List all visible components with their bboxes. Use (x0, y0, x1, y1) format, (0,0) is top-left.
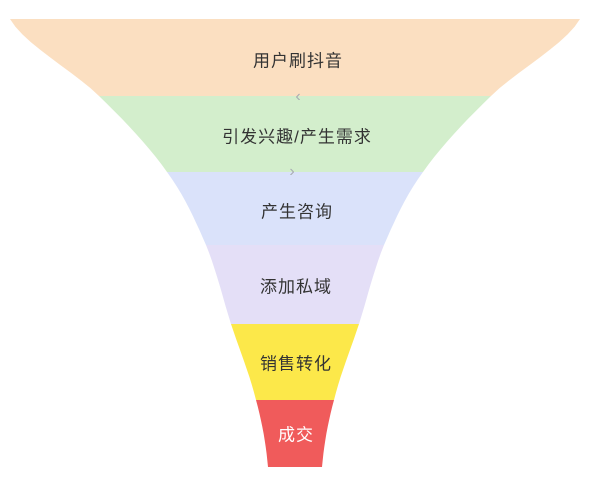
funnel-stage-6 (256, 400, 334, 467)
chevron-left-icon: ‹ (295, 88, 301, 105)
funnel-stage-1 (10, 19, 580, 96)
funnel-stage-2 (99, 96, 491, 172)
stage-label-private-domain: 添加私域 (260, 277, 332, 297)
funnel-stage-5 (231, 324, 359, 400)
stage-label-interest: 引发兴趣/产生需求 (222, 127, 372, 147)
stage-label-deal: 成交 (278, 425, 314, 445)
stage-label-awareness: 用户刷抖音 (253, 51, 343, 71)
funnel-stage-4 (206, 245, 384, 324)
funnel-stage-3 (167, 172, 423, 245)
chevron-right-icon: › (289, 163, 295, 180)
stage-label-inquiry: 产生咨询 (261, 202, 333, 222)
funnel-bands (10, 19, 580, 467)
stage-label-sales-conversion: 销售转化 (260, 354, 332, 374)
